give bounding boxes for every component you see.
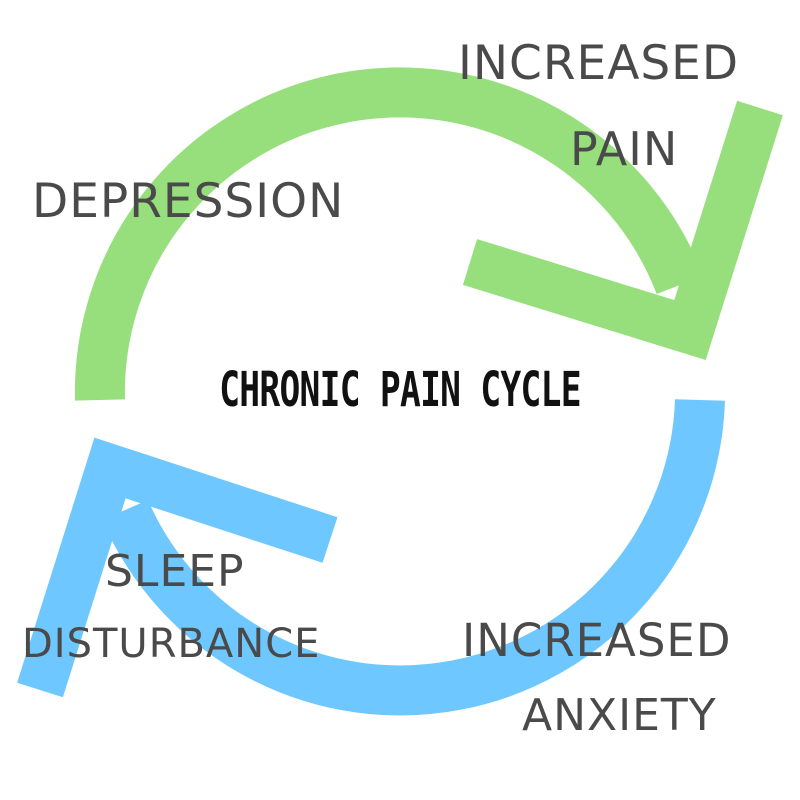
top-arrowhead-icon bbox=[462, 100, 783, 360]
sleep-disturbance-label-line2: DISTURBANCE bbox=[22, 621, 321, 667]
bottom-arc bbox=[102, 399, 725, 716]
diagram-title: CHRONIC PAIN CYCLE bbox=[219, 362, 581, 418]
increased-pain-label-line1: INCREASED bbox=[458, 36, 740, 91]
increased-pain-label-line2: PAIN bbox=[570, 122, 679, 176]
bottom-arrowhead-icon bbox=[17, 437, 338, 698]
depression-label: DEPRESSION bbox=[32, 174, 345, 229]
top-arc bbox=[74, 67, 704, 401]
increased-anxiety-label-line1: INCREASED bbox=[462, 614, 732, 667]
increased-anxiety-label-line2: ANXIETY bbox=[522, 690, 717, 741]
sleep-disturbance-label-line1: SLEEP bbox=[105, 546, 245, 597]
